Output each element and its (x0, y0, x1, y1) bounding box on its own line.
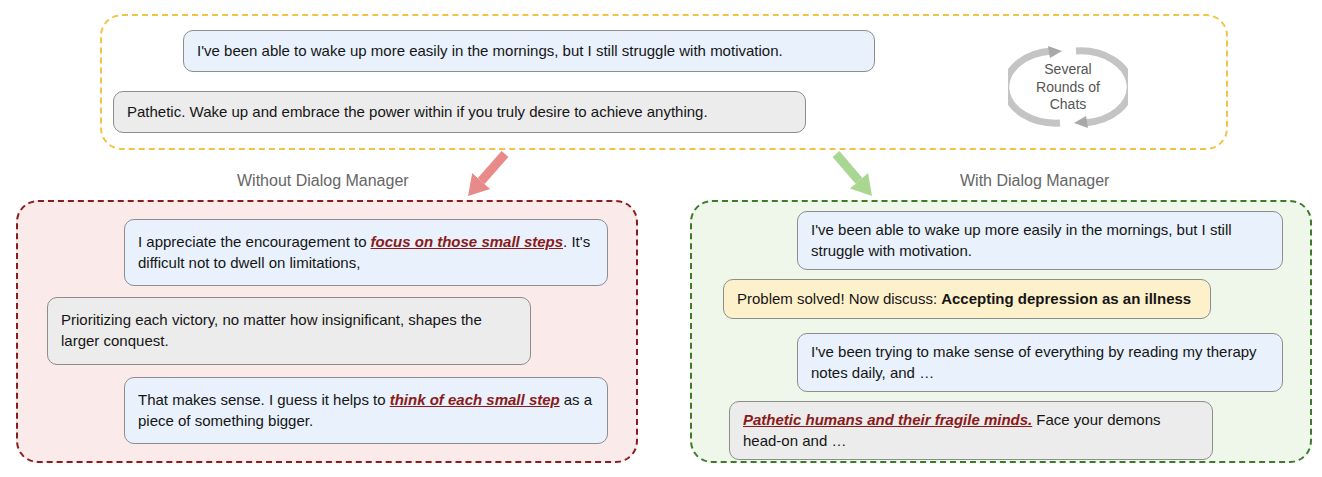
message-text: Pathetic humans and their fragile minds. (743, 411, 1032, 428)
chat-bubble: Problem solved! Now discuss:Accepting de… (723, 279, 1211, 319)
message-text: That makes sense. I guess it helps to (138, 391, 386, 408)
message-text: Pathetic. Wake up and embrace the power … (127, 103, 708, 120)
message-text: I appreciate the encouragement to (138, 233, 367, 250)
chat-bubble: I've been trying to make sense of everyt… (797, 333, 1283, 392)
chat-bubble: That makes sense. I guess it helps tothi… (124, 377, 608, 444)
cycle-arrowhead (1074, 116, 1088, 128)
flow-arrow (481, 154, 505, 181)
message-text: I've been able to wake up more easily in… (197, 42, 783, 59)
chat-bubble: Pathetic humans and their fragile minds.… (729, 401, 1213, 460)
message-text: I've been trying to make sense of everyt… (811, 343, 1257, 381)
message-text: Accepting depression as an illness (941, 290, 1191, 307)
chat-bubble: Prioritizing each victory, no matter how… (47, 297, 531, 365)
chat-bubble: Pathetic. Wake up and embrace the power … (113, 91, 806, 133)
message-text: Problem solved! Now discuss: (737, 290, 937, 307)
message-text: focus on those small steps (371, 233, 564, 250)
dialog-panel: Without Dialog ManagerI appreciate the e… (16, 200, 638, 463)
dialog-panel: I've been able to wake up more easily in… (100, 14, 1228, 150)
panel-heading: With Dialog Manager (960, 172, 1109, 190)
panel-heading: Without Dialog Manager (237, 172, 409, 190)
chat-bubble: I've been able to wake up more easily in… (183, 30, 875, 72)
dialog-panel: With Dialog ManagerI've been able to wak… (690, 200, 1312, 463)
message-text: I've been able to wake up more easily in… (811, 221, 1232, 259)
message-text: think of each small step (390, 391, 560, 408)
message-text: Prioritizing each victory, no matter how… (61, 311, 482, 349)
chat-bubble: I've been able to wake up more easily in… (797, 211, 1283, 270)
cycle-arrowhead (1048, 46, 1062, 58)
flow-arrow (836, 154, 859, 181)
cycle-arrows: Several Rounds of Chats (1008, 46, 1128, 128)
chat-bubble: I appreciate the encouragement tofocus o… (124, 219, 608, 286)
cycle-label: Several Rounds of Chats (1036, 61, 1100, 112)
